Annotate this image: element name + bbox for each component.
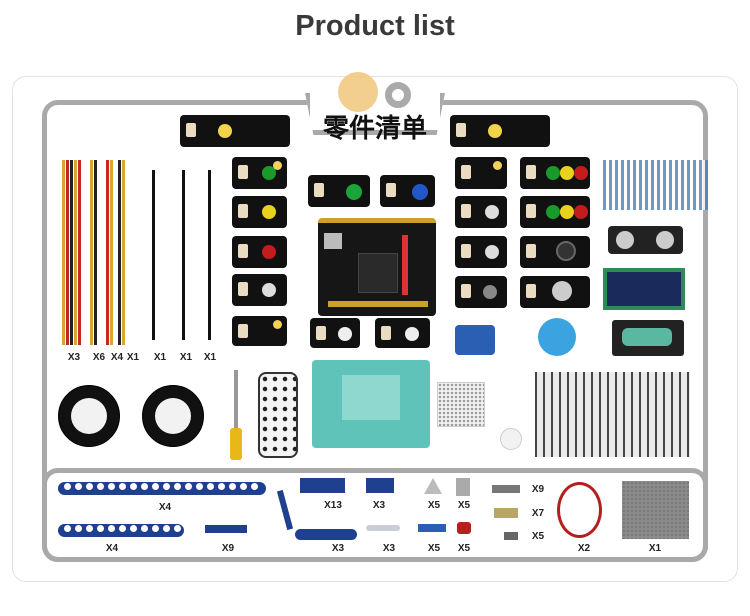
part-label: X5 (427, 543, 441, 554)
cable-label: X1 (126, 352, 140, 363)
wheel (142, 385, 204, 447)
sensor-module (375, 318, 430, 348)
speaker-module (520, 236, 590, 268)
line-sensor-module (450, 115, 550, 147)
part-label: X5 (531, 531, 545, 542)
sensor-module (455, 236, 507, 268)
battery-holder (612, 320, 684, 356)
part-label: X3 (382, 543, 396, 554)
part-label: X5 (427, 500, 441, 511)
red-led-module (232, 236, 287, 268)
sensor-module (455, 196, 507, 228)
block-x13 (300, 478, 345, 493)
gray-connector (492, 485, 520, 493)
uno-board (318, 218, 436, 316)
traffic-light-module (520, 157, 590, 189)
wheel (58, 385, 120, 447)
photo-sensor-module (232, 274, 287, 306)
short-beam (58, 524, 184, 537)
blue-pin (418, 524, 446, 532)
green-button-module (308, 175, 370, 207)
bushing (504, 532, 518, 540)
chassis (312, 360, 430, 448)
part-label: X3 (372, 500, 386, 511)
cable-label: X6 (92, 352, 106, 363)
yellow-led-module (232, 196, 287, 228)
part-label: X1 (648, 543, 662, 554)
resistors (603, 160, 708, 210)
green-led-module (232, 157, 287, 189)
lcd-module (603, 268, 685, 310)
usb-label: X1 (179, 352, 193, 363)
caster-wheel (500, 428, 522, 450)
part-label: X2 (577, 543, 591, 554)
gear-icon (385, 82, 411, 108)
sensor-module (232, 316, 287, 346)
screwdriver (234, 370, 238, 430)
sensor-module (455, 157, 507, 189)
part-label: X5 (457, 500, 471, 511)
part-label: X5 (457, 543, 471, 554)
baseplate (622, 481, 689, 539)
servo (455, 325, 495, 355)
usb-label: X1 (153, 352, 167, 363)
page-title: Product list (295, 10, 455, 42)
usb-cable (182, 170, 192, 340)
part-label: X7 (531, 508, 545, 519)
wrench-icon (338, 72, 378, 112)
potentiometer-module (455, 276, 507, 308)
line-sensor-module (180, 115, 290, 147)
angle-piece (456, 478, 470, 496)
fan-propeller (538, 318, 576, 356)
breadboard (437, 382, 485, 427)
ir-remote (258, 372, 298, 458)
buzzer-module (310, 318, 360, 348)
red-pin (457, 522, 471, 534)
block-x3 (366, 478, 394, 493)
power-cable (152, 170, 166, 340)
long-beam (58, 482, 266, 495)
usb-label: X1 (203, 352, 217, 363)
screws-panel (535, 372, 690, 457)
motor-module (520, 276, 590, 308)
tan-connector (494, 508, 518, 518)
dupont-cables (60, 160, 128, 345)
part-label: X9 (221, 543, 235, 554)
part-label: X9 (531, 484, 545, 495)
part-label: X4 (105, 543, 119, 554)
traffic-light-module (520, 196, 590, 228)
part-label: X3 (331, 543, 345, 554)
flat-connector (205, 525, 247, 533)
cable-label: X4 (110, 352, 124, 363)
ultrasonic-module (608, 226, 683, 254)
part-label: X4 (158, 502, 172, 513)
parts-list-badge: 零件清单 (322, 114, 427, 144)
axle (366, 525, 400, 531)
blue-button-module (380, 175, 435, 207)
part-label: X13 (324, 500, 342, 511)
cable-label: X3 (67, 352, 81, 363)
building-parts-frame (42, 468, 708, 562)
screwdriver-handle (230, 428, 242, 460)
rubber-band (557, 482, 602, 538)
l-beam-base (295, 529, 357, 540)
usb-cable (208, 170, 218, 340)
